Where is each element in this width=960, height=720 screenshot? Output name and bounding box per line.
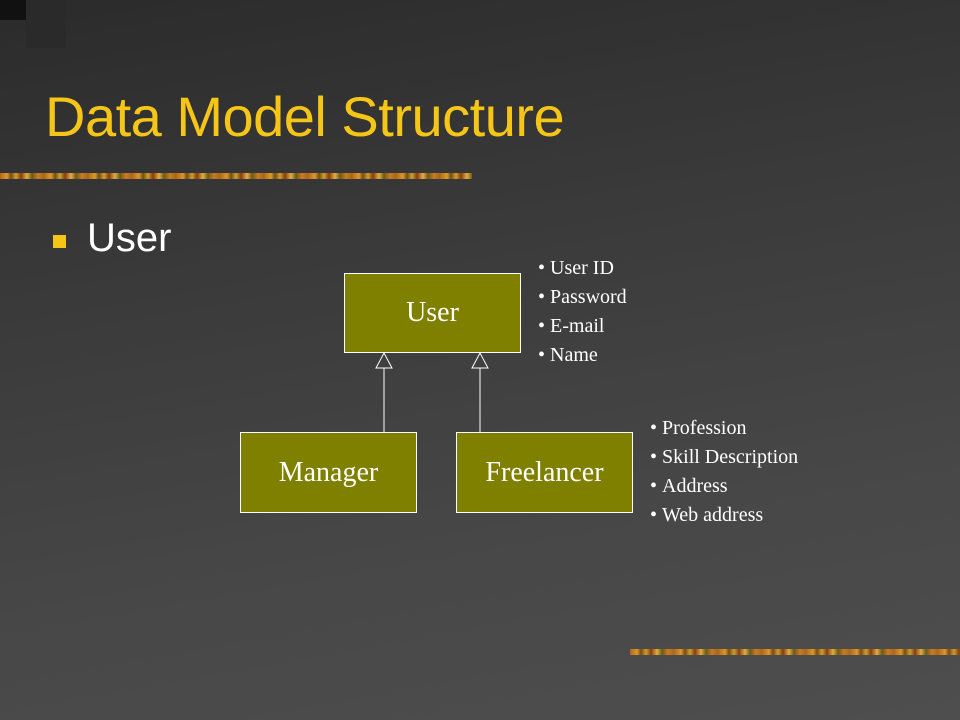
freelancer-attribute-item: Profession [650,414,798,443]
corner-decoration-shadow [26,0,66,48]
user-attribute-item: E-mail [538,312,627,341]
corner-decoration [0,0,26,20]
freelancer-entity-box: Freelancer [456,432,633,513]
user-attribute-item: Name [538,341,627,370]
user-attribute-item: User ID [538,254,627,283]
bottom-decoration-stripe [630,649,960,655]
manager-entity-box: Manager [240,432,417,513]
manager-inheritance-arrow-icon [375,351,393,369]
title-underline-stripe [0,173,472,179]
slide-title: Data Model Structure [45,85,565,148]
bullet-text: User [87,216,172,260]
user-attribute-item: Password [538,283,627,312]
freelancer-attribute-list: Profession Skill Description Address Web… [650,414,798,530]
freelancer-attribute-item: Skill Description [650,443,798,472]
freelancer-attribute-item: Address [650,472,798,501]
bullet-square-icon [53,235,66,248]
freelancer-attribute-item: Web address [650,501,798,530]
freelancer-inheritance-arrow-icon [471,351,489,369]
user-entity-box: User [344,273,521,353]
user-attribute-list: User ID Password E-mail Name [538,254,627,370]
